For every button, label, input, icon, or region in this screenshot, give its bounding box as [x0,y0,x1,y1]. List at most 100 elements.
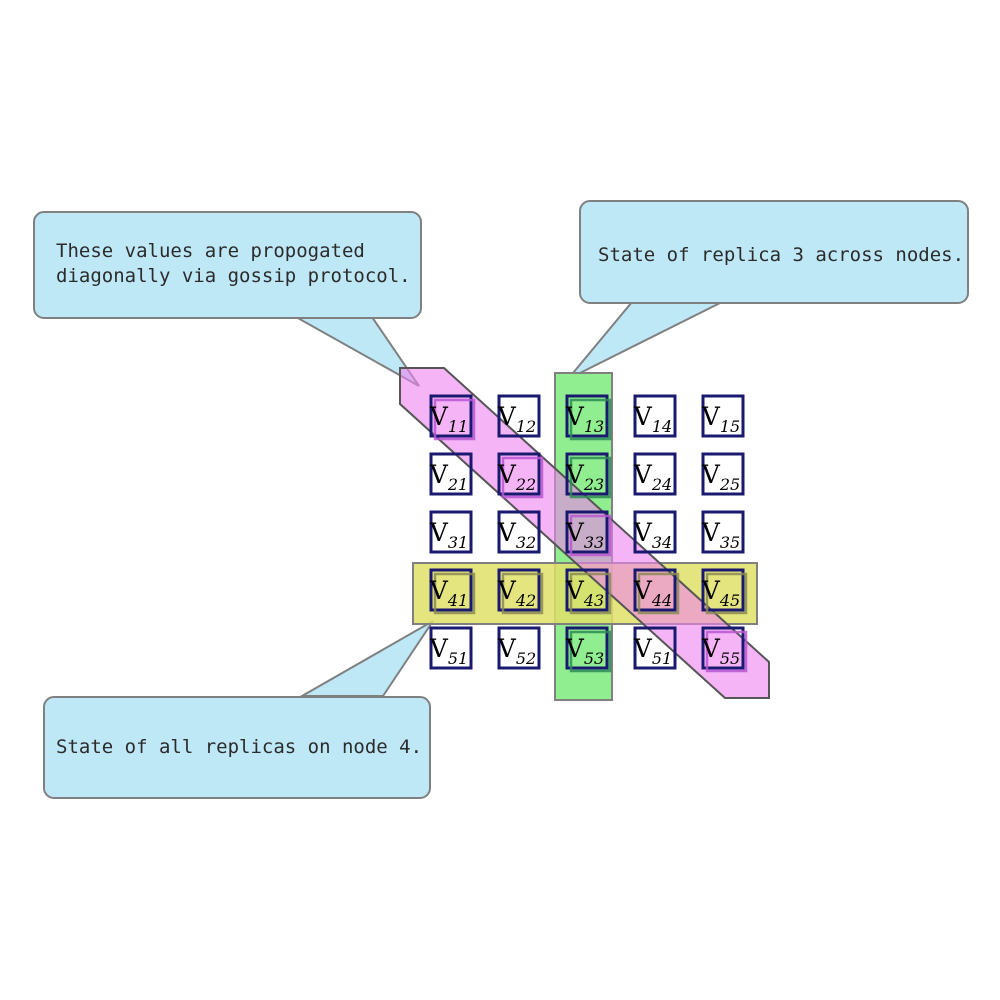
grid-cell-border-12 [497,394,541,438]
grid-cell-border-32 [497,510,541,554]
grid-cell-13[interactable]: V13 [565,394,612,441]
grid-cell-border-55 [701,626,745,670]
grid-cell-22[interactable]: V22 [497,452,544,499]
grid-cell-highlight-44 [637,572,680,615]
callout-gossip-bubble [33,211,422,319]
grid-cell-border-35 [701,510,745,554]
grid-cell-44[interactable]: V44 [633,568,680,615]
grid-cell-border-21 [429,452,473,496]
grid-cell-label-52: V52 [497,634,536,668]
grid-cell-51[interactable]: V51 [633,626,677,670]
grid-cell-label-32: V32 [497,518,536,552]
grid-cell-border-43 [565,568,609,612]
grid-cell-highlight-13 [569,398,612,441]
grid-cell-label-13: V13 [565,402,604,436]
grid-cell-border-31 [429,510,473,554]
grid-cell-highlight-22 [501,456,544,499]
grid-cell-45[interactable]: V45 [701,568,748,615]
grid-cell-border-11 [429,394,473,438]
grid-cell-label-15: V15 [701,402,740,436]
grid-cell-52[interactable]: V52 [497,626,541,670]
grid-cell-label-53: V53 [565,634,604,668]
grid-cell-border-44 [633,568,677,612]
grid-cell-label-21: V21 [429,460,468,494]
grid-cell-highlight-43 [569,572,612,615]
grid-cell-label-51: V51 [633,634,672,668]
callout-node-4-bubble [43,696,431,799]
grid-cell-label-12: V12 [497,402,536,436]
callout-replica-3: State of replica 3 across nodes. [567,200,969,380]
grid-cell-label-25: V25 [701,460,740,494]
grid-cell-border-24 [633,452,677,496]
grid-cell-border-51 [633,626,677,670]
grid-cell-15[interactable]: V15 [701,394,745,438]
grid-cell-53[interactable]: V53 [565,626,612,673]
grid-cell-highlight-11 [433,398,476,441]
grid-cell-label-43: V43 [565,576,604,610]
callout-node-4: State of all replicas on node 4. [43,620,434,799]
grid-cell-highlight-53 [569,630,612,673]
grid-cell-label-14: V14 [633,402,672,436]
grid-cell-label-44: V44 [633,576,672,610]
grid-cell-14[interactable]: V14 [633,394,677,438]
grid-cell-border-23 [565,452,609,496]
grid-cell-label-45: V45 [701,576,740,610]
grid-cell-label-22: V22 [497,460,536,494]
grid-cell-highlight-55 [705,630,748,673]
grid-cell-label-34: V34 [633,518,672,552]
highlight-bands-layer [399,367,770,701]
callout-replica-3-bubble [579,200,969,304]
grid-cell-label-11: V11 [429,402,468,436]
grid-cell-border-13 [565,394,609,438]
grid-cell-highlight-33 [569,514,612,557]
grid-cell-11[interactable]: V11 [429,394,476,441]
gossip-diagonal-band [399,367,770,699]
grid-cell-label-24: V24 [633,460,672,494]
grid-cell-label-41: V41 [429,576,468,610]
grid-cell-border-52 [497,626,541,670]
grid-cell-41[interactable]: V41 [429,568,476,615]
grid-cell-border-25 [701,452,745,496]
grid-cell-label-31: V31 [429,518,468,552]
grid-cell-label-51: V51 [429,634,468,668]
grid-cell-42[interactable]: V42 [497,568,544,615]
grid-cell-border-53 [565,626,609,670]
grid-cell-label-42: V42 [497,576,536,610]
grid-cell-33[interactable]: V33 [565,510,612,557]
callout-node-4-tail [298,620,434,697]
grid-cell-21[interactable]: V21 [429,452,473,496]
grid-cell-55[interactable]: V55 [701,626,748,673]
callout-node-4-text: State of all replicas on node 4. [56,736,422,758]
grid-cell-border-15 [701,394,745,438]
grid-cell-43[interactable]: V43 [565,568,612,615]
grid-cell-32[interactable]: V32 [497,510,541,554]
grid-cell-border-34 [633,510,677,554]
grid-cell-34[interactable]: V34 [633,510,677,554]
grid-cell-border-41 [429,568,473,612]
grid-cell-24[interactable]: V24 [633,452,677,496]
callout-replica-3-text: State of replica 3 across nodes. [598,244,964,266]
grid-cell-highlight-23 [569,456,612,499]
grid-cell-51[interactable]: V51 [429,626,473,670]
grid-cell-border-42 [497,568,541,612]
grid-cell-highlight-42 [501,572,544,615]
grid-cell-border-51 [429,626,473,670]
grid-cell-border-33 [565,510,609,554]
grid-cell-border-45 [701,568,745,612]
grid-cell-label-33: V33 [565,518,604,552]
grid-cell-highlight-41 [433,572,476,615]
grid-cell-35[interactable]: V35 [701,510,745,554]
grid-cell-border-14 [633,394,677,438]
grid-cell-highlight-45 [705,572,748,615]
grid-cell-25[interactable]: V25 [701,452,745,496]
grid-cell-12[interactable]: V12 [497,394,541,438]
callout-replica-3-tail [567,301,723,380]
grid-cell-23[interactable]: V23 [565,452,612,499]
grid-cell-label-23: V23 [565,460,604,494]
grid-cell-label-35: V35 [701,518,740,552]
grid-cell-31[interactable]: V31 [429,510,473,554]
